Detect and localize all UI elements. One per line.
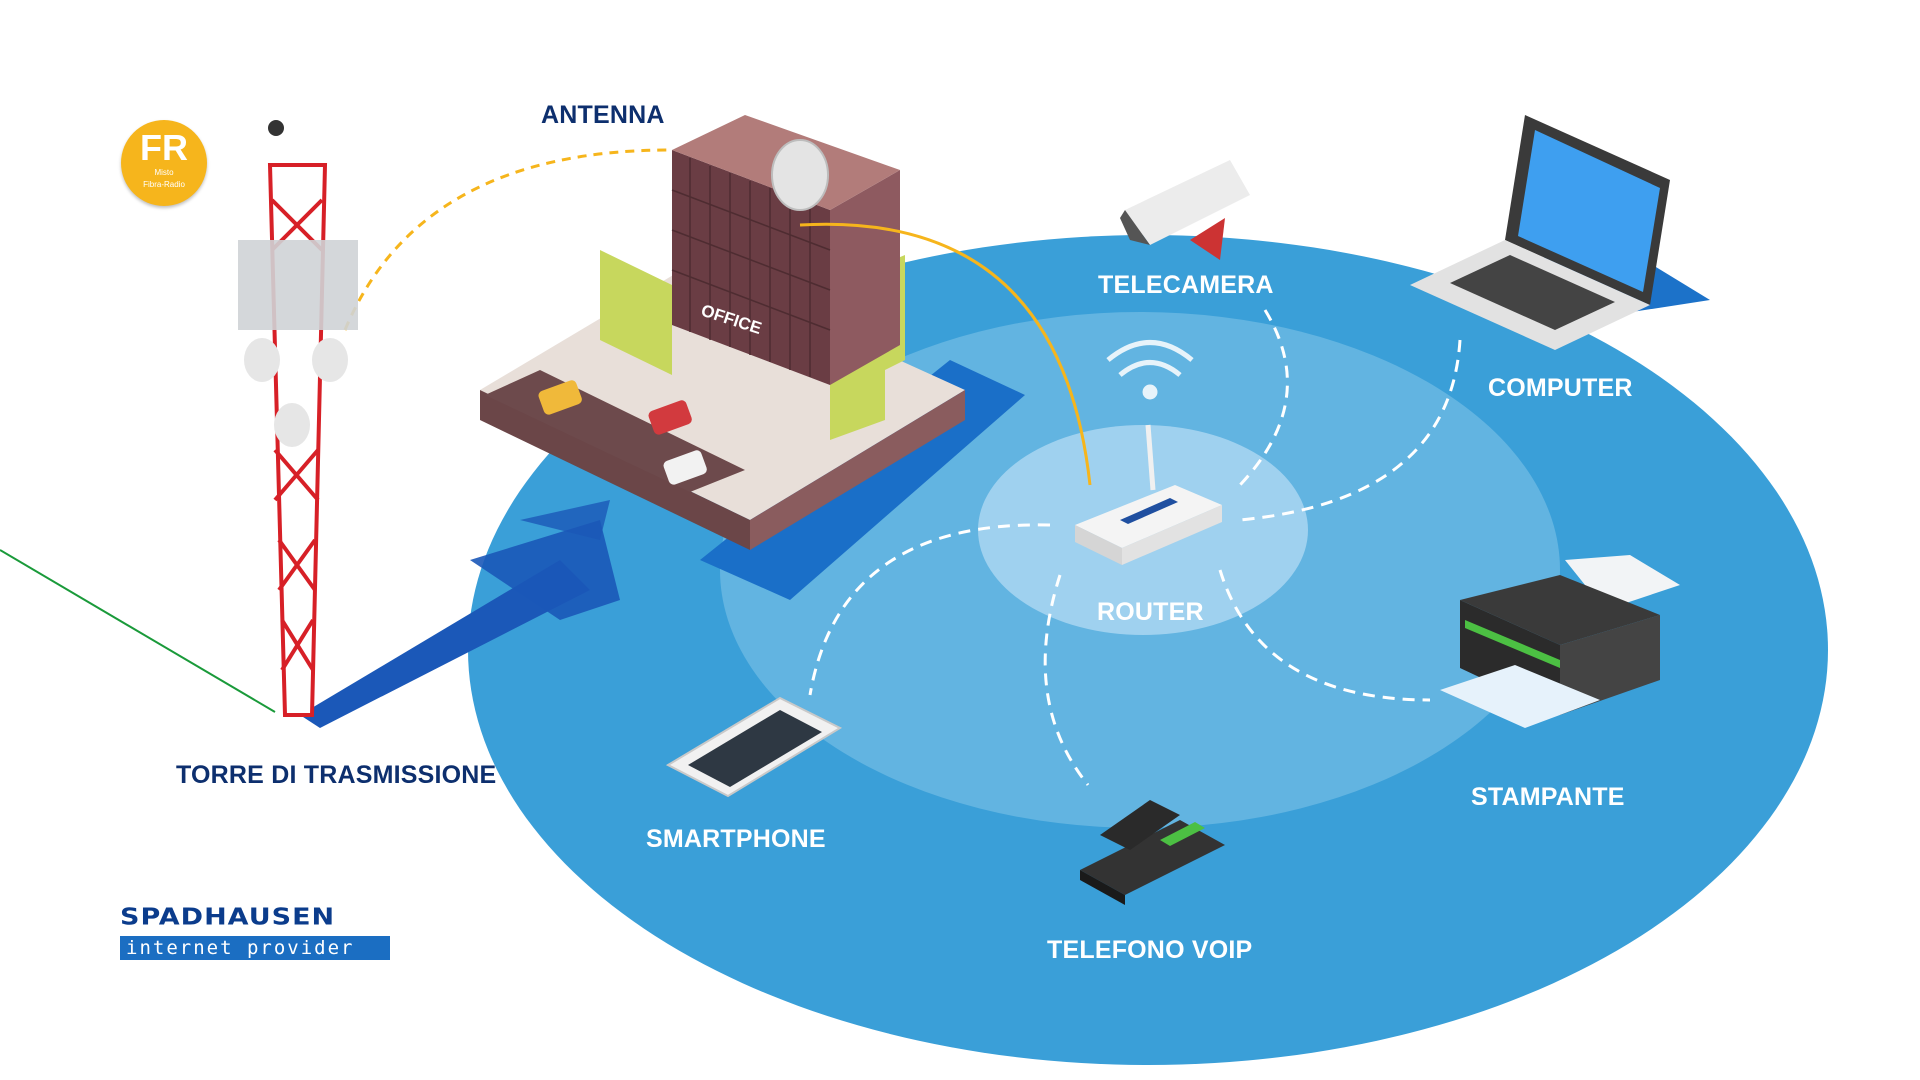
- label-router: ROUTER: [1097, 598, 1204, 626]
- link-router-stampante: [1218, 569, 1431, 702]
- fr-badge-subtitle-1: Misto: [154, 168, 174, 177]
- link-router-smartphone: [808, 523, 1051, 696]
- label-telecamera: TELECAMERA: [1098, 271, 1274, 299]
- link-antenna-router: [799, 222, 1092, 486]
- dashed-links: [808, 309, 1462, 786]
- wifi-signal-icon: [1106, 340, 1194, 400]
- security-camera-icon: [1120, 160, 1250, 260]
- tower-shadow: [300, 500, 620, 728]
- label-antenna: ANTENNA: [541, 101, 665, 129]
- fiber-line: [0, 549, 276, 713]
- fr-badge-code: FR: [140, 127, 188, 168]
- label-stampante: STAMPANTE: [1471, 783, 1625, 811]
- laptop-icon: [1410, 115, 1670, 350]
- wifi-router-icon: [1075, 424, 1222, 565]
- link-router-telecamera: [1238, 309, 1289, 487]
- link-router-telefono: [1043, 574, 1090, 786]
- office-building-icon: OFFICE: [480, 115, 1025, 600]
- brand-name: SPADHAUSEN: [120, 904, 336, 931]
- voip-phone-icon: [1080, 800, 1225, 905]
- fr-badge: FR Misto Fibra-Radio: [121, 120, 207, 206]
- smartphone-icon: [665, 696, 843, 798]
- brand-tagline: internet provider: [120, 936, 390, 960]
- link-tower-antenna: [343, 148, 671, 331]
- label-computer: COMPUTER: [1488, 374, 1633, 402]
- fr-badge-subtitle-2: Fibra-Radio: [143, 180, 185, 189]
- printer-icon: [1440, 555, 1680, 728]
- label-telefono-voip: TELEFONO VOIP: [1047, 936, 1253, 964]
- label-torre-di-trasmissione: TORRE DI TRASMISSIONE: [176, 761, 497, 789]
- tower-icon: [238, 120, 358, 717]
- label-smartphone: SMARTPHONE: [646, 825, 826, 853]
- brand-logo: SPADHAUSEN internet provider: [120, 906, 390, 960]
- link-router-computer: [1239, 339, 1462, 522]
